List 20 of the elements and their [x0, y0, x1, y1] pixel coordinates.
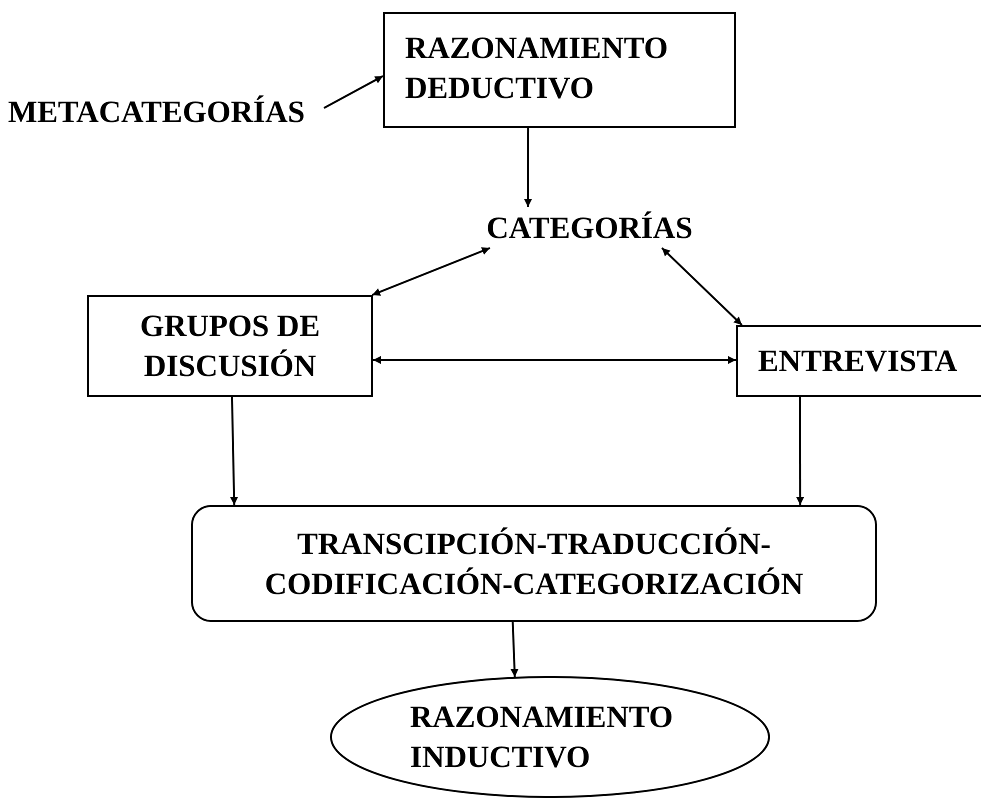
arrow [372, 247, 490, 296]
node-text: RAZONAMIENTO DEDUCTIVO [405, 29, 669, 107]
process-box [383, 12, 736, 128]
node-text: METACATEGORÍAS [8, 93, 305, 131]
arrow [373, 356, 736, 364]
node-text: RAZONAMIENTO INDUCTIVO [410, 698, 674, 776]
node-text: GRUPOS DE DISCUSIÓN [139, 307, 321, 385]
arrow [796, 397, 804, 505]
node-text: TRANSCIPCIÓN-TRADUCCIÓN-CODIFICACIÓN-CATEGORIZACIÓN [264, 524, 804, 602]
process-box [87, 295, 373, 397]
arrow [510, 622, 518, 678]
rounded-process-box [191, 505, 877, 622]
arrow [524, 128, 532, 207]
arrow [324, 75, 384, 109]
ellipse-node [330, 676, 770, 798]
process-box [736, 325, 981, 397]
arrow [661, 247, 743, 326]
node-text: CATEGORÍAS [486, 208, 693, 246]
node-text: ENTREVISTA [758, 342, 958, 380]
arrow [230, 396, 238, 506]
